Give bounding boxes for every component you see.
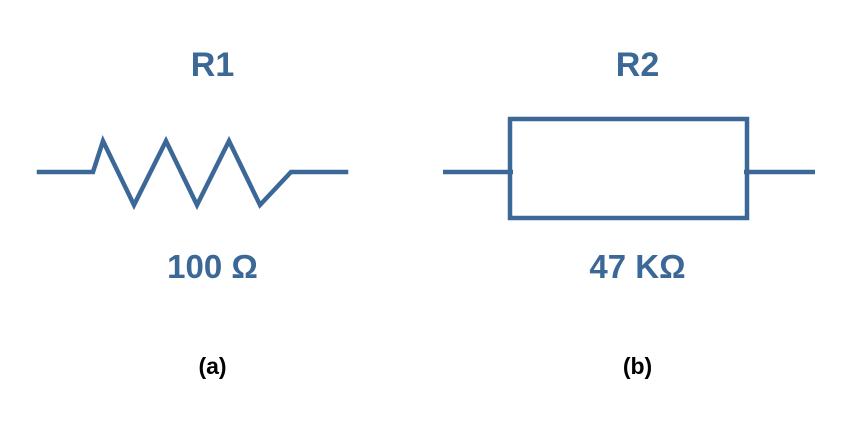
panel-caption-a: (a) [198,353,227,379]
resistor-value-r1: 100 Ω [167,248,258,285]
resistor-body-rectangle [507,116,750,221]
resistor-zigzag-path [36,134,349,211]
resistor-value-r2: 47 KΩ [589,248,686,285]
resistor-panel-b: R2 47 KΩ (b) [425,0,850,433]
resistor-designator-r1: R1 [190,46,235,84]
resistor-designator-r2: R2 [615,46,660,84]
resistor-panel-a: R1 100 Ω (a) [36,46,349,379]
panel-caption-b: (b) [622,353,653,379]
